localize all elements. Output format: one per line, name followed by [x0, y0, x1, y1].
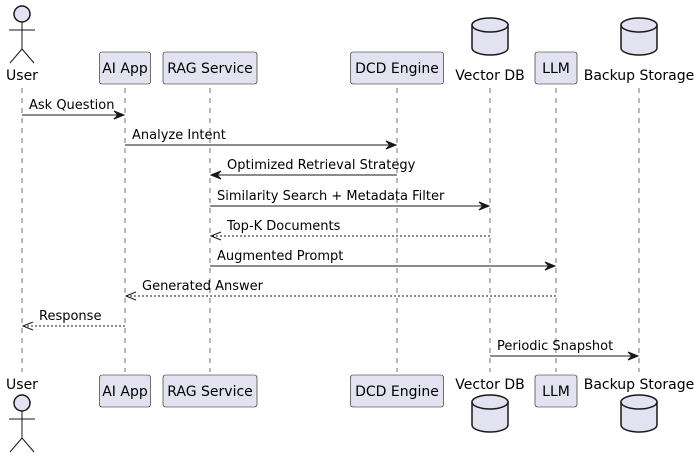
participant-backup-bottom: Backup Storage — [584, 377, 694, 433]
database-cylinder-icon — [620, 394, 658, 433]
participant-dcd-top: DCD Engine — [350, 51, 444, 85]
stick-figure-icon — [9, 394, 35, 453]
participant-label: RAG Service — [167, 61, 253, 77]
arrowhead-icon — [209, 170, 222, 180]
participant-label: AI App — [102, 384, 148, 400]
participant-label: DCD Engine — [355, 384, 439, 400]
participant-label: AI App — [102, 61, 148, 77]
participant-box — [99, 374, 151, 408]
message-2: Analyze Intent — [125, 128, 398, 150]
participant-aiapp-top: AI App — [99, 51, 151, 85]
participant-user-bottom: User — [6, 377, 38, 453]
stick-figure-icon — [9, 5, 35, 64]
participant-label: Backup Storage — [584, 377, 694, 393]
participant-aiapp-bottom: AI App — [99, 374, 151, 408]
message-1: Ask Question — [22, 98, 126, 120]
message-label: Response — [39, 309, 101, 324]
message-label: Augmented Prompt — [217, 249, 343, 264]
participant-box — [350, 51, 444, 85]
arrowhead-icon — [478, 201, 491, 211]
arrowhead-icon — [21, 321, 34, 331]
participant-label: RAG Service — [167, 384, 253, 400]
database-cylinder-icon — [471, 394, 509, 433]
participant-vectordb-top: Vector DB — [455, 17, 525, 84]
arrowhead-icon — [113, 110, 126, 120]
participant-box — [350, 374, 444, 408]
participant-label: LLM — [542, 61, 570, 77]
participant-llm-bottom: LLM — [534, 374, 578, 408]
database-cylinder-icon — [471, 17, 509, 56]
message-label: Similarity Search + Metadata Filter — [217, 189, 445, 204]
message-9: Periodic Snapshot — [490, 339, 640, 361]
participant-rag-top: RAG Service — [162, 51, 258, 85]
message-6: Augmented Prompt — [210, 249, 557, 271]
participant-box — [162, 51, 258, 85]
participant-label: Vector DB — [455, 377, 524, 393]
message-8: Response — [21, 309, 125, 331]
arrowhead-icon — [627, 351, 640, 361]
participant-box — [534, 51, 578, 85]
participant-label: DCD Engine — [355, 61, 439, 77]
participant-label: Backup Storage — [584, 68, 694, 84]
participant-label: LLM — [542, 384, 570, 400]
participant-rag-bottom: RAG Service — [162, 374, 258, 408]
arrowhead-icon — [544, 261, 557, 271]
participant-user-top: User — [6, 5, 38, 84]
arrowhead-icon — [209, 231, 222, 241]
participant-box — [534, 374, 578, 408]
participant-box — [162, 374, 258, 408]
arrowhead-icon — [124, 291, 137, 301]
participant-label: User — [6, 377, 38, 393]
message-5: Top-K Documents — [209, 219, 490, 241]
message-label: Generated Answer — [142, 279, 264, 294]
message-3: Optimized Retrieval Strategy — [209, 158, 416, 180]
message-label: Ask Question — [29, 98, 114, 113]
participant-label: User — [6, 68, 38, 84]
message-label: Analyze Intent — [132, 128, 226, 143]
database-cylinder-icon — [620, 17, 658, 56]
participant-backup-top: Backup Storage — [584, 17, 694, 84]
participant-llm-top: LLM — [534, 51, 578, 85]
participant-label: Vector DB — [455, 68, 524, 84]
arrowhead-icon — [385, 140, 398, 150]
participant-box — [99, 51, 151, 85]
message-7: Generated Answer — [124, 279, 556, 301]
message-label: Optimized Retrieval Strategy — [227, 158, 416, 173]
message-label: Top-K Documents — [226, 219, 341, 234]
message-4: Similarity Search + Metadata Filter — [210, 189, 491, 211]
participant-dcd-bottom: DCD Engine — [350, 374, 444, 408]
message-label: Periodic Snapshot — [497, 339, 613, 354]
participant-vectordb-bottom: Vector DB — [455, 377, 525, 433]
